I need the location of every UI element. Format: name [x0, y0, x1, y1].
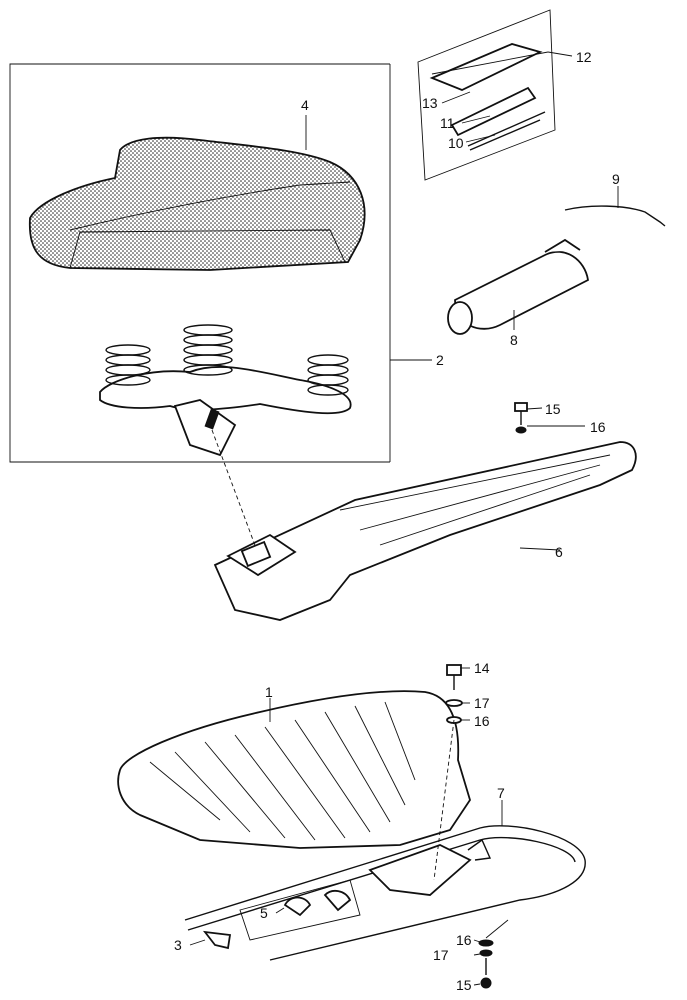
bolt-15-top — [514, 402, 528, 434]
bolt-15-bottom — [478, 939, 494, 989]
label-6: 6 — [555, 544, 563, 560]
solo-seat-group-box — [9, 63, 391, 463]
label-16-upper: 16 — [590, 419, 606, 435]
label-12: 12 — [576, 49, 592, 65]
solo-seat-cushion — [28, 136, 366, 271]
seat-lock-catch — [202, 930, 232, 950]
label-14: 14 — [474, 660, 490, 676]
label-17-lower: 17 — [433, 947, 449, 963]
carrier-base — [213, 441, 637, 621]
label-15-upper: 15 — [545, 401, 561, 417]
assembly-lines — [211, 429, 455, 881]
leader-lines — [189, 51, 619, 986]
label-13: 13 — [422, 95, 438, 111]
label-7: 7 — [497, 785, 505, 801]
grab-rail — [184, 825, 586, 961]
label-2: 2 — [436, 352, 444, 368]
label-17-upper: 17 — [474, 695, 490, 711]
seat-lock-cable — [564, 205, 666, 227]
label-16-lower: 16 — [456, 932, 472, 948]
tool-kit-box — [417, 9, 556, 181]
grip-tube — [447, 238, 589, 335]
label-3: 3 — [174, 937, 182, 953]
label-8: 8 — [510, 332, 518, 348]
label-15-lower: 15 — [456, 977, 472, 993]
label-1: 1 — [265, 684, 273, 700]
washer-17-top — [445, 699, 463, 707]
label-9: 9 — [612, 171, 620, 187]
label-16-middle: 16 — [474, 713, 490, 729]
label-5: 5 — [260, 905, 268, 921]
label-4: 4 — [301, 97, 309, 113]
bolt-14 — [446, 664, 462, 690]
label-11: 11 — [440, 115, 455, 131]
dual-seat — [117, 690, 471, 849]
seat-springs-bracket — [99, 324, 352, 457]
seat-hinge-pieces — [239, 879, 361, 941]
label-10: 10 — [448, 135, 464, 151]
